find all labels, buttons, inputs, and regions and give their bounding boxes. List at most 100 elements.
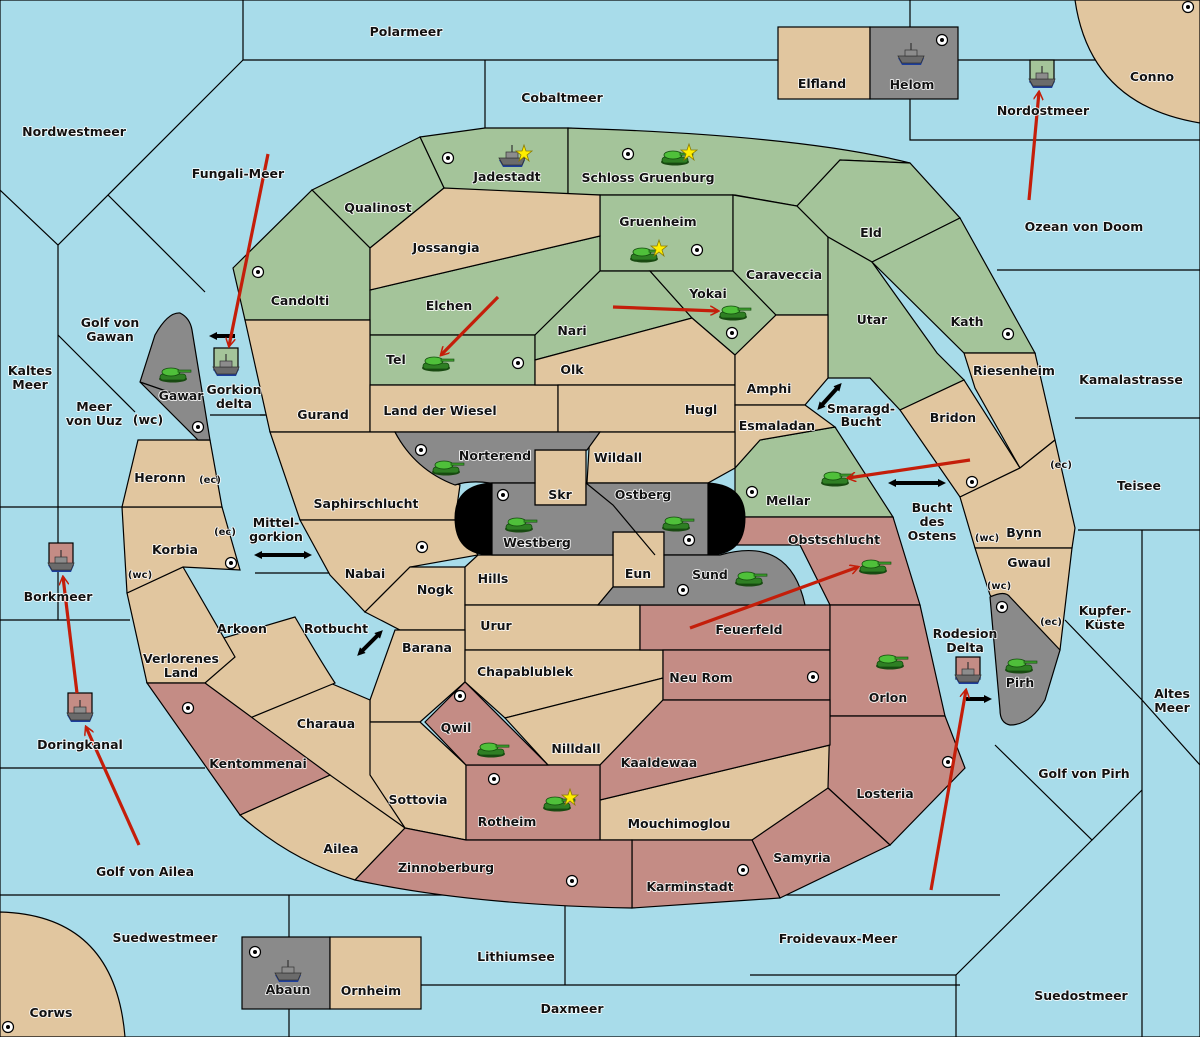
label-gorkion-delta: Gorkion (206, 382, 261, 397)
label-abaun: Abaun (266, 982, 311, 997)
label-suedostmeer: Suedostmeer (1034, 988, 1128, 1003)
label-losteria: Losteria (856, 786, 913, 801)
label-rotbucht: Rotbucht (304, 621, 368, 636)
label-smaragd-bucht-2: Bucht (841, 414, 882, 429)
label-gurand: Gurand (297, 407, 349, 422)
label-gwaul: Gwaul (1007, 555, 1050, 570)
label-bucht-des-ostens: Bucht (912, 500, 953, 515)
region-wildall[interactable] (586, 431, 736, 484)
label-helom: Helom (890, 77, 935, 92)
label-saphirschlucht: Saphirschlucht (314, 496, 419, 511)
region-ornheim[interactable] (329, 936, 422, 1010)
region-corws[interactable] (0, 911, 126, 1037)
label-coast-wc: (wc) (128, 570, 152, 581)
label-corws: Corws (30, 1005, 73, 1020)
label-golf-von-gawan: Golf von (81, 315, 140, 330)
label-heronn: Heronn (134, 470, 186, 485)
label-meer-von-uuz: Meer (76, 399, 112, 414)
label-suedwestmeer: Suedwestmeer (113, 930, 219, 945)
label-golf-von-ailea: Golf von Ailea (96, 864, 194, 879)
label-altes-meer: Altes (1154, 686, 1190, 701)
supply-center-icon (248, 945, 262, 959)
label-rotheim: Rotheim (478, 814, 537, 829)
order-arrow (612, 305, 718, 311)
order-arrow (929, 690, 966, 891)
supply-center-icon (453, 689, 467, 703)
label-sottovia: Sottovia (389, 792, 448, 807)
canal-arrows (209, 332, 992, 703)
label-feuerfeld: Feuerfeld (715, 622, 782, 637)
label-ornheim: Ornheim (341, 983, 401, 998)
label-ostberg: Ostberg (615, 487, 672, 502)
label-barana: Barana (402, 640, 452, 655)
label-schloss-gruenburg: Schloss Gruenburg (581, 170, 714, 185)
region-losteria[interactable] (827, 715, 966, 846)
region-elfland[interactable] (777, 26, 871, 100)
supply-center-icon (995, 600, 1009, 614)
region-heronn[interactable] (121, 439, 223, 508)
label-bucht-des-ostens-2: des (920, 514, 945, 529)
supply-center-icon (725, 326, 739, 340)
label-tel: Tel (386, 352, 406, 367)
label-kupfer-kueste: Kupfer- (1079, 603, 1132, 618)
label-rodesion-delta-2: Delta (946, 640, 984, 655)
label-riesenheim: Riesenheim (973, 363, 1055, 378)
label-kupfer-kueste-2: Küste (1085, 617, 1125, 632)
supply-center-icon (690, 243, 704, 257)
red-territories (145, 516, 966, 909)
label-yokai: Yokai (688, 286, 727, 301)
supply-center-icon (487, 772, 501, 786)
supply-center-icon (441, 151, 455, 165)
label-wildall: Wildall (594, 450, 642, 465)
label-verlorenes-land: Verlorenes (143, 651, 219, 666)
order-arrow (86, 727, 141, 846)
label-golf-von-gawan-2: Gawan (86, 329, 134, 344)
label-gawar: Gawar (159, 388, 205, 403)
order-arrow (63, 577, 79, 694)
label-cobaltmeer: Cobaltmeer (521, 90, 603, 105)
label-doringkanal: Doringkanal (37, 737, 123, 752)
label-bucht-des-ostens-3: Ostens (908, 528, 957, 543)
label-daxmeer: Daxmeer (540, 1001, 604, 1016)
label-skr: Skr (548, 487, 572, 502)
label-norterend: Norterend (459, 448, 531, 463)
label-westberg: Westberg (503, 535, 571, 550)
supply-center-icon (806, 670, 820, 684)
supply-center-icon (1, 1020, 15, 1034)
label-jossangia: Jossangia (411, 240, 479, 255)
grey-territories (139, 312, 1061, 726)
region-conno[interactable] (1074, 0, 1200, 124)
border-westberg-ostberg (585, 482, 656, 556)
label-nordostmeer: Nordostmeer (997, 103, 1090, 118)
region-kentommenai[interactable] (145, 682, 332, 816)
label-kaaldewaa: Kaaldewaa (621, 755, 698, 770)
region-kaaldewaa[interactable] (599, 699, 831, 801)
region-jossangia[interactable] (369, 187, 601, 291)
label-coast-wc: (wc) (975, 533, 999, 544)
region-pirh[interactable] (989, 592, 1061, 726)
order-arrow (689, 567, 858, 630)
label-caraveccia: Caraveccia (746, 267, 822, 282)
label-froidevaux-meer: Froidevaux-Meer (779, 931, 898, 946)
label-mittel-gorkion-2: gorkion (249, 529, 303, 544)
label-ailea: Ailea (323, 841, 358, 856)
label-ozean-von-doom: Ozean von Doom (1025, 219, 1144, 234)
label-mellar: Mellar (766, 493, 811, 508)
label-bridon: Bridon (930, 410, 976, 425)
star-icon (649, 238, 669, 258)
supply-center-icon (676, 583, 690, 597)
region-zinnoberburg[interactable] (353, 827, 633, 909)
label-mouchimoglou: Mouchimoglou (628, 816, 731, 831)
region-gruenheim[interactable] (599, 194, 734, 272)
order-arrow (1027, 92, 1039, 201)
label-land-der-wiesel: Land der Wiesel (383, 403, 496, 418)
label-candolti: Candolti (271, 293, 330, 308)
label-charaua: Charaua (297, 716, 355, 731)
label-gorkion-delta-2: delta (216, 396, 252, 411)
region-qwil[interactable] (424, 681, 550, 766)
label-zinnoberburg: Zinnoberburg (398, 860, 494, 875)
region-sund[interactable] (596, 550, 806, 606)
capital-stars (514, 142, 699, 807)
label-urur: Urur (480, 618, 512, 633)
supply-center-icon (935, 33, 949, 47)
